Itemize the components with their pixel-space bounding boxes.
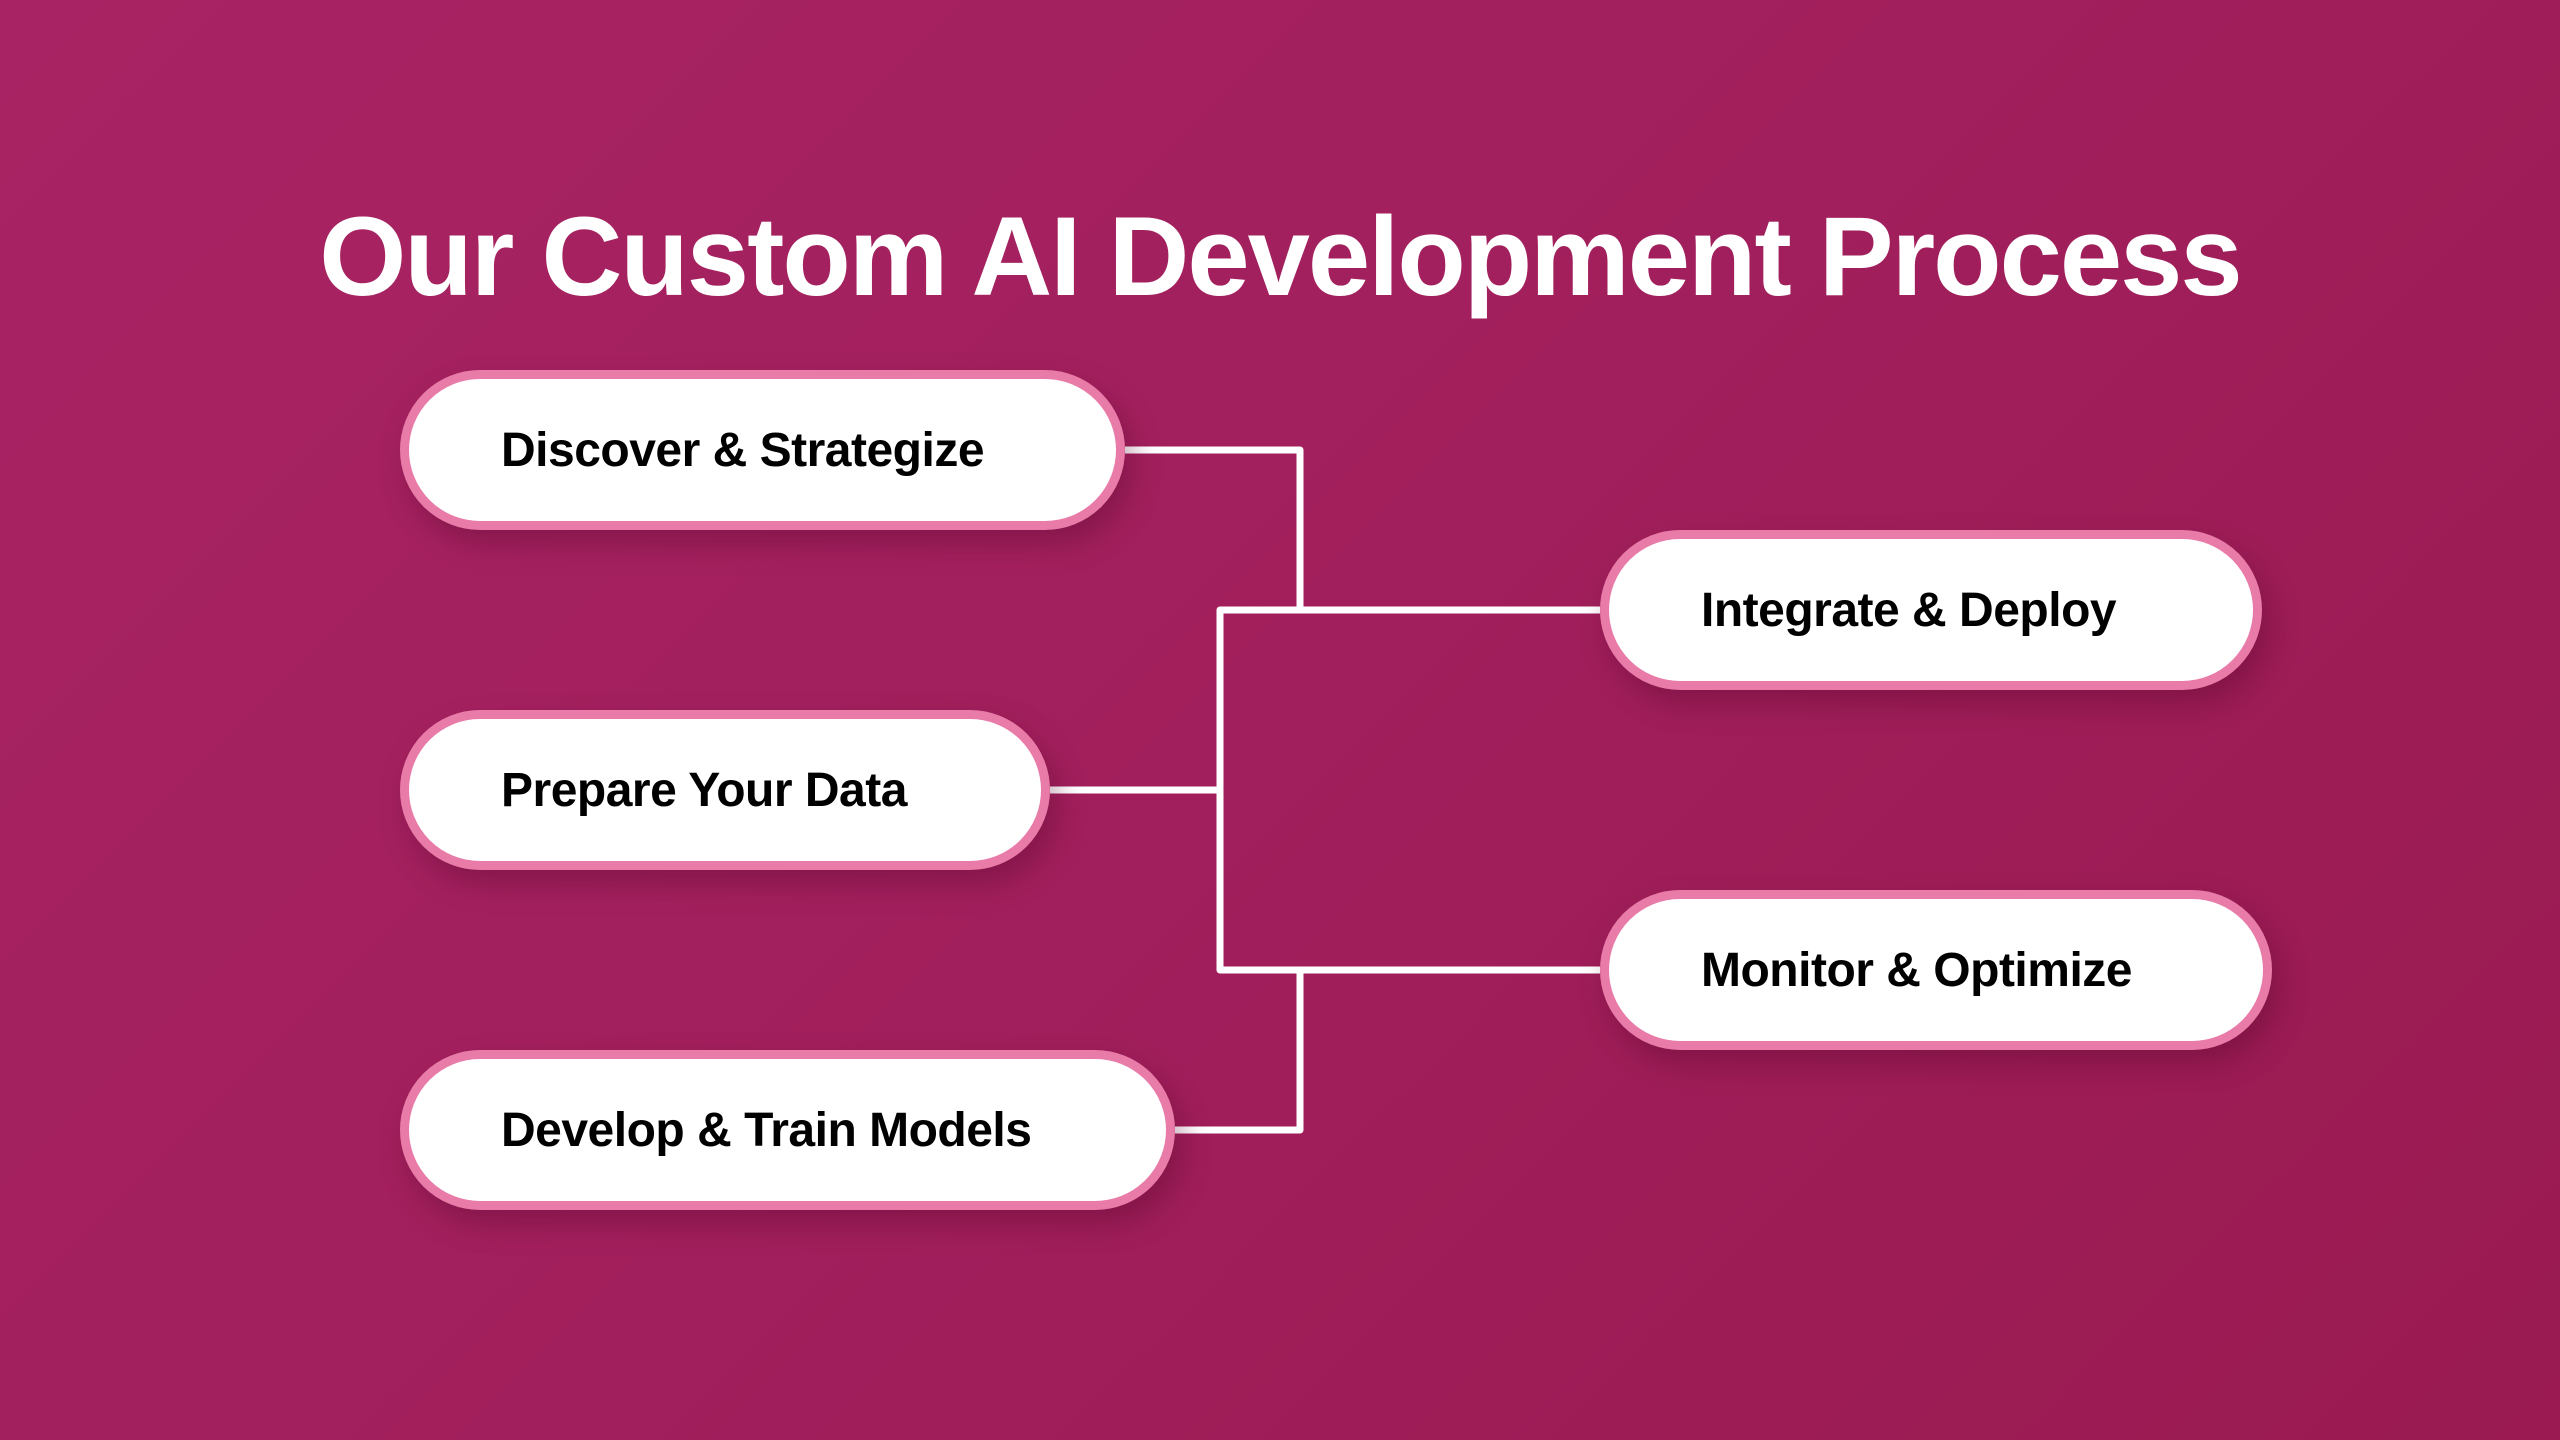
step-monitor-optimize: Monitor & Optimize [1600,890,2272,1050]
step-label: Prepare Your Data [501,763,907,817]
step-prepare-data: Prepare Your Data [400,710,1050,870]
connector-trunk-integrate [1216,606,1600,790]
connector-trunk-monitor [1216,790,1600,974]
step-label: Integrate & Deploy [1701,583,2117,637]
connector-develop-to-monitor [1175,970,1304,1134]
step-label: Discover & Strategize [501,423,985,477]
step-label: Monitor & Optimize [1701,943,2132,997]
step-discover-strategize: Discover & Strategize [400,370,1125,530]
connector-discover-to-integrate [1125,446,1304,610]
step-label: Develop & Train Models [501,1103,1032,1157]
page-title: Our Custom AI Development Process [319,194,2242,320]
step-integrate-deploy: Integrate & Deploy [1600,530,2262,690]
step-develop-train-models: Develop & Train Models [400,1050,1175,1210]
